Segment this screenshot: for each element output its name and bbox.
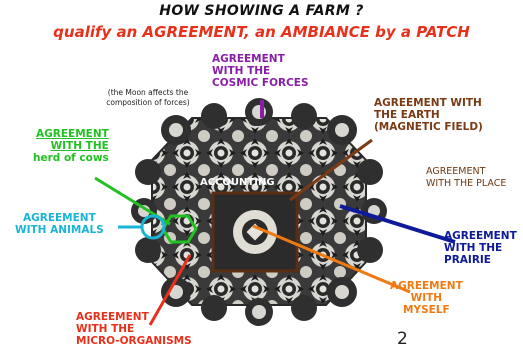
page-number: 2 (397, 329, 408, 349)
label-accounting: ACCOUNTING (200, 177, 275, 188)
moon-note: (the Moon affects the composition of for… (88, 88, 208, 108)
